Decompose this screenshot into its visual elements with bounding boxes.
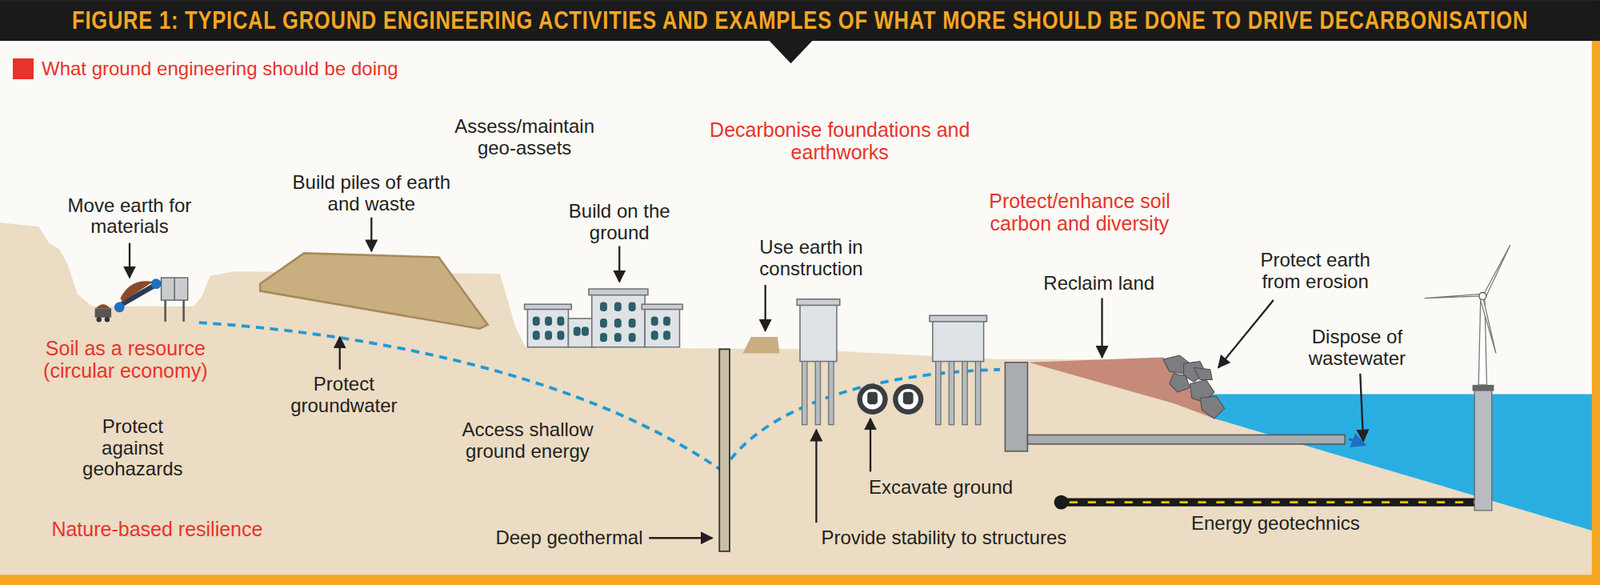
window xyxy=(628,302,636,312)
activity-label: Provide stability to structures xyxy=(820,527,1067,549)
reclaimed-land xyxy=(1028,356,1215,419)
tunnels xyxy=(856,384,924,415)
retaining-wall xyxy=(1004,362,1028,452)
outfall-pipe xyxy=(1027,434,1345,444)
window xyxy=(600,332,608,342)
activity-label: Energy geotechnics xyxy=(1191,512,1360,535)
window xyxy=(663,316,671,325)
activity-label: Assess/maintain geo-assets xyxy=(444,116,605,160)
activity-label: Build piles of earth and waste xyxy=(289,172,454,216)
activity-label: Protect groundwater xyxy=(284,373,404,417)
window xyxy=(573,326,581,336)
window xyxy=(628,332,636,342)
activity-label: Reclaim land xyxy=(1043,272,1155,295)
figure-title: FIGURE 1: TYPICAL GROUND ENGINEERING ACT… xyxy=(72,5,1528,36)
pile xyxy=(936,361,941,425)
conveyor xyxy=(95,277,188,322)
geothermal-borehole xyxy=(719,348,730,552)
activity-label: Dispose of wastewater xyxy=(1299,326,1416,370)
focus-label: Decarbonise foundations and earthworks xyxy=(708,118,972,164)
piled-buildings xyxy=(796,299,987,362)
pile xyxy=(828,361,834,425)
activity-label: Protect against geohazards xyxy=(78,416,187,481)
window xyxy=(614,318,622,328)
legend-text: What ground engineering should be doing xyxy=(41,57,399,80)
activity-label: Move earth for materials xyxy=(57,195,202,239)
window xyxy=(556,330,564,340)
focus-label: Soil as a resource (circular economy) xyxy=(25,336,226,382)
pile xyxy=(975,361,980,425)
buildings xyxy=(524,288,684,348)
ground xyxy=(0,222,1600,575)
activity-label: Build on the ground xyxy=(555,200,684,244)
window xyxy=(600,318,608,328)
pile xyxy=(802,361,808,425)
activity-label: Use earth in construction xyxy=(745,236,878,280)
pile xyxy=(948,361,954,425)
window xyxy=(532,330,540,340)
activity-label: Access shallow ground energy xyxy=(449,419,606,463)
window xyxy=(544,316,552,325)
window xyxy=(663,330,671,340)
window xyxy=(544,330,552,340)
title-bar xyxy=(0,0,1600,41)
activity-label: Excavate ground xyxy=(868,476,1013,499)
window xyxy=(614,302,622,312)
title-pointer xyxy=(769,40,813,64)
earth-heap xyxy=(743,336,780,353)
leader-arrows xyxy=(129,217,1364,539)
title-box: FIGURE 1: TYPICAL GROUND ENGINEERING ACT… xyxy=(0,0,1600,41)
window xyxy=(651,330,659,340)
energy-cable xyxy=(1054,495,1482,510)
earth-pile xyxy=(260,252,488,328)
legend: What ground engineering should be doing xyxy=(12,57,399,80)
focus-label: Nature-based resilience xyxy=(51,517,263,540)
window xyxy=(614,332,622,342)
window xyxy=(651,316,659,325)
activity-label: Protect earth from erosion xyxy=(1245,249,1386,293)
legend-swatch xyxy=(12,58,34,80)
window xyxy=(532,316,540,325)
rock-armour xyxy=(1163,355,1225,419)
window xyxy=(628,318,636,328)
activity-label: Deep geothermal xyxy=(495,527,643,549)
window xyxy=(556,316,564,325)
sea xyxy=(1208,393,1600,532)
frame-right xyxy=(1592,0,1600,585)
window xyxy=(581,326,589,336)
pile xyxy=(962,361,968,425)
wind-turbine xyxy=(1424,244,1511,511)
frame-bottom xyxy=(0,574,1600,585)
pile xyxy=(815,361,820,425)
window xyxy=(600,302,608,312)
focus-label: Protect/enhance soil carbon and diversit… xyxy=(967,189,1192,235)
